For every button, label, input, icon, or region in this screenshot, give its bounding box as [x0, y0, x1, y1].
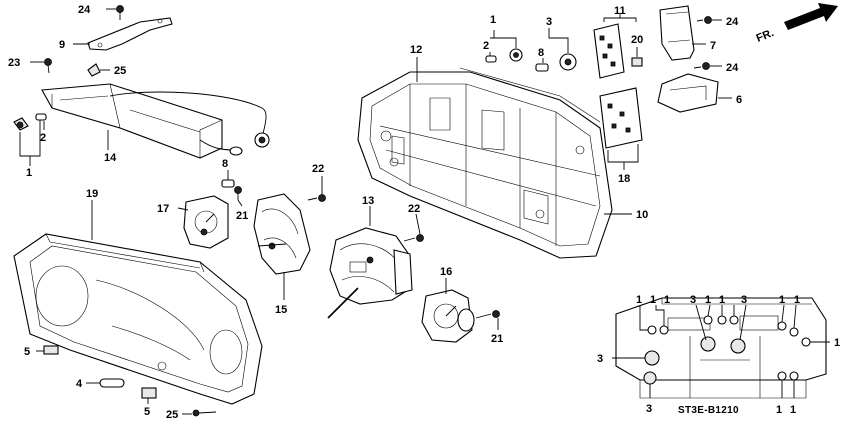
callout-1: 1: [794, 294, 800, 306]
callout-17: 17: [157, 203, 169, 215]
callout-22: 22: [408, 203, 420, 215]
callout-1: 1: [776, 404, 782, 416]
callout-6: 6: [736, 94, 742, 106]
callout-22: 22: [312, 163, 324, 175]
gauge-17: [183, 195, 229, 249]
callout-8: 8: [538, 47, 544, 59]
callout-8: 8: [222, 158, 228, 170]
callout-1: 1: [719, 294, 725, 306]
callout-16: 16: [440, 266, 452, 278]
screw-25-bottom: [192, 409, 217, 417]
callout-25: 25: [114, 65, 126, 77]
bulb-socket-1-top: [509, 48, 523, 62]
callout-2: 2: [483, 40, 489, 52]
callout-1: 1: [490, 14, 496, 26]
screw-21-right: [475, 310, 500, 319]
callout-20: 20: [631, 34, 643, 46]
callout-1: 1: [790, 404, 796, 416]
callout-4: 4: [76, 378, 83, 390]
callout-3: 3: [690, 294, 696, 306]
bulb-2-left: [35, 113, 47, 121]
callout-12: 12: [410, 44, 422, 56]
screw-22-mid: [307, 194, 326, 202]
callout-24: 24: [726, 16, 739, 28]
clip-25-top: [87, 63, 101, 77]
cover-7: [659, 5, 695, 61]
diagram-code: ST3E-B1210: [678, 405, 739, 416]
callout-18: 18: [618, 173, 630, 185]
part-5-upper: [43, 345, 59, 355]
screw-21-mid: [234, 186, 242, 200]
screw-24-top: [116, 5, 124, 20]
screw-22-center: [403, 234, 424, 242]
callout-15: 15: [275, 304, 287, 316]
printed-circuit-board-18: [599, 87, 643, 149]
meter-case-10: [357, 67, 613, 259]
bulb-8-top: [535, 63, 549, 72]
bulb-8-mid: [221, 179, 235, 188]
callout-11: 11: [614, 5, 626, 17]
callout-1: 1: [705, 294, 711, 306]
callout-1: 1: [636, 294, 642, 306]
callout-2: 2: [40, 132, 46, 144]
callout-10: 10: [636, 209, 648, 221]
callout-19: 19: [86, 188, 98, 200]
lens-visor-19: [13, 233, 263, 405]
meter-panel-15: [253, 193, 311, 275]
screw-23: [44, 58, 52, 74]
callout-3: 3: [597, 353, 603, 365]
callout-13: 13: [362, 195, 374, 207]
bulb-socket-3-top: [559, 53, 577, 71]
bulb-2-top: [485, 55, 497, 63]
callout-21: 21: [491, 333, 503, 345]
callout-25: 25: [166, 409, 178, 421]
callout-24: 24: [78, 4, 91, 16]
circuit-harness-14: [41, 83, 270, 159]
screw-24-right-mid: [693, 62, 710, 70]
callout-3: 3: [646, 403, 652, 415]
printed-circuit-board-11: [593, 23, 625, 79]
callout-23: 23: [8, 57, 20, 69]
callout-7: 7: [710, 40, 716, 52]
callout-1: 1: [26, 167, 32, 179]
rear-view-inset: [615, 297, 827, 399]
bulb-socket-1-left: [13, 117, 29, 131]
callout-9: 9: [59, 39, 65, 51]
callout-5: 5: [144, 406, 150, 418]
front-direction-arrow: [784, 3, 838, 30]
callout-24: 24: [726, 62, 739, 74]
callout-1: 1: [650, 294, 656, 306]
callout-14: 14: [104, 152, 117, 164]
callout-5: 5: [24, 346, 30, 358]
callout-1: 1: [664, 294, 670, 306]
gauge-16: [421, 289, 475, 343]
meter-panel-13: [329, 227, 413, 305]
callout-3: 3: [741, 294, 747, 306]
part-4: [99, 378, 125, 388]
screw-24-right-top: [696, 16, 712, 24]
part-20: [631, 57, 643, 67]
callout-21: 21: [236, 210, 248, 222]
bracket-6: [657, 73, 719, 113]
callout-1: 1: [834, 337, 840, 349]
front-direction-label: FR.: [755, 27, 776, 45]
part-5-lower: [141, 387, 157, 399]
bracket-9: [87, 17, 173, 51]
callout-1: 1: [779, 294, 785, 306]
callout-3: 3: [546, 16, 552, 28]
